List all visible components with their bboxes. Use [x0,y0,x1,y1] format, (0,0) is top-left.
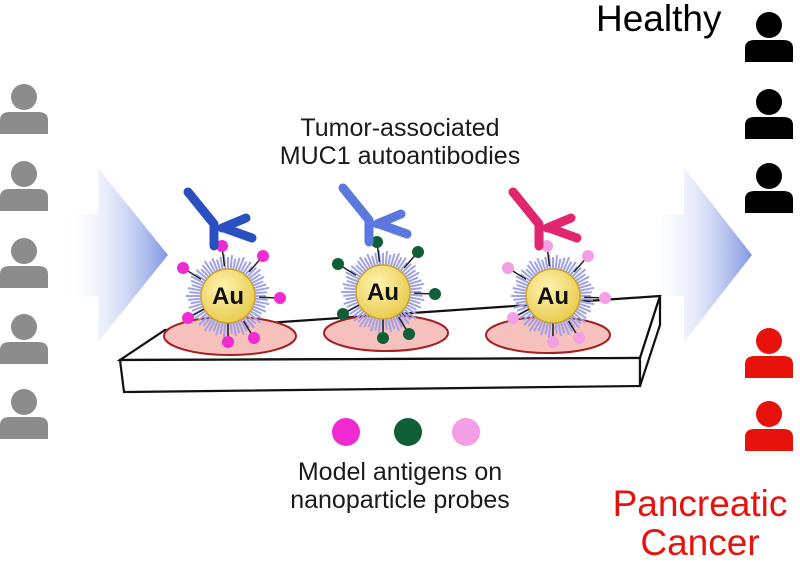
healthy-person-icon [745,12,793,62]
magenta-antigen-dot [332,418,360,446]
cancer-label-line1: Pancreatic [612,483,788,524]
cancer-person-icon [745,328,793,378]
antigen-dot [216,240,228,252]
antigen-dot [371,236,383,248]
input-patient-icon [0,238,48,288]
antigen-dot [429,288,441,300]
autoantibodies-caption: Tumor-associated MUC1 autoantibodies [230,114,570,170]
output-arrow [648,168,752,342]
input-patient-icon [0,161,48,211]
cancer-label-line2: Cancer [640,522,760,564]
gold-label: Au [537,283,569,310]
pancreatic-cancer-label: Pancreatic Cancer [590,483,800,564]
cancer-person-icon [745,401,793,451]
antigen-dot [332,258,344,270]
nanoparticle-probe: Au [502,187,611,348]
input-arrow [60,168,168,342]
antigens-caption-line2: nanoparticle probes [290,486,510,514]
healthy-person-icon [745,89,793,139]
antigens-caption-line1: Model antigens on [297,458,503,486]
nanoparticle-probe: Au [177,187,286,348]
healthy-label: Healthy [596,0,722,39]
antigen-dot [377,332,389,344]
healthy-person-icon [745,163,793,213]
antigen-dot [274,292,286,304]
input-patient-icon [0,389,48,439]
light-pink-antigen-dot [452,418,480,446]
autoantibodies-caption-line1: Tumor-associated [300,114,500,142]
antigen-dot [403,328,415,340]
nanoparticle-probe: Au [332,183,441,344]
antigen-dot [582,250,594,262]
antigen-dot [222,336,234,348]
green-antigen-dot [394,418,422,446]
antigen-dot [541,240,553,252]
antigen-dot [547,336,559,348]
gold-label: Au [367,279,399,306]
antigen-dot [337,308,349,320]
antigens-caption: Model antigens on nanoparticle probes [230,458,570,514]
antigen-dot [599,292,611,304]
antigen-dot [257,250,269,262]
autoantibodies-caption-line2: MUC1 autoantibodies [279,142,521,170]
gold-label: Au [212,283,244,310]
input-patient-icon [0,314,48,364]
antigen-dot [507,312,519,324]
input-patient-icon [0,84,48,134]
antigen-dot [248,332,260,344]
antigen-dot [177,262,189,274]
antigen-dot [573,332,585,344]
antigen-dot [182,312,194,324]
antigen-dot [502,262,514,274]
antigen-dot [412,246,424,258]
